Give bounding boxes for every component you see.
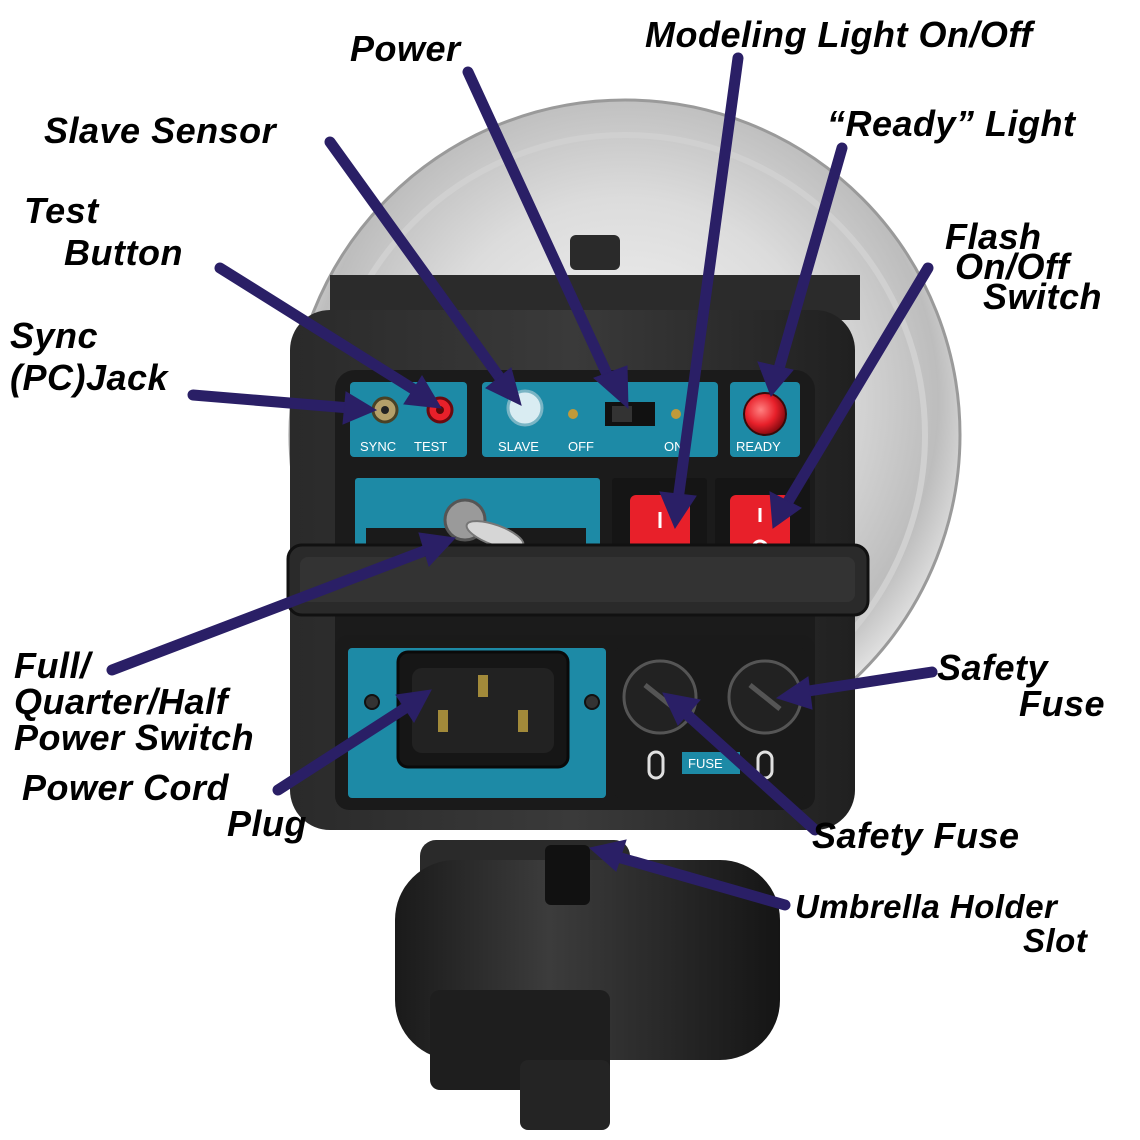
plug-pin-right [518,710,528,732]
sync-label: SYNC [360,439,396,454]
sync-jack-hole [381,406,389,414]
on-indicator-led [671,409,681,419]
callout-test-button-line2: Button [64,232,183,273]
callout-flash-switch: Flash On/Off Switch [940,216,1103,317]
callout-modeling-light: Modeling Light On/Off [645,14,1033,56]
callout-power-switch: Full/ Quarter/Half Power Switch [14,648,254,756]
callout-power-cord: Power Cord Plug [22,770,307,842]
callout-power-switch-line2: Quarter/Half [14,681,229,722]
slave-label: SLAVE [498,439,539,454]
top-knob [570,235,620,270]
arrow-safety-fuse-right [775,666,938,710]
callout-slave-sensor: Slave Sensor [44,110,276,152]
callout-test-button-line1: Test [24,190,99,231]
callout-sync-jack-line1: Sync [10,315,99,356]
callout-power-switch-line1: Full/ [14,645,91,686]
arrow-sync-jack [187,389,378,425]
arrow-slave-sensor [324,136,522,406]
callout-safety-fuse-bottom-text: Safety Fuse [812,815,1020,856]
callout-umbrella-slot-line1: Umbrella Holder [795,888,1058,925]
off-label: OFF [568,439,594,454]
callout-umbrella-slot-line2: Slot [1023,922,1088,959]
callout-safety-fuse-right-line1: Safety [937,647,1049,688]
arrow-flash-switch [769,262,934,529]
callout-arrows [106,52,938,911]
panel-screw-right [584,694,600,710]
callout-power-cord-line2: Plug [227,803,307,844]
callout-safety-fuse-right: Safety Fuse [937,650,1105,722]
callout-power-text: Power [350,28,461,69]
plug-pin-left [438,710,448,732]
callout-power-cord-line1: Power Cord [22,767,230,808]
arrow-test-button [214,262,442,409]
umbrella-holder-slot [545,845,590,905]
ready-light [743,392,787,436]
callout-ready-light: “Ready” Light [827,103,1076,145]
callout-sync-jack-line2: (PC)Jack [10,357,169,398]
fuse-label: FUSE [688,756,723,771]
callout-flash-switch-line2: On/Off [955,246,1070,287]
callout-ready-light-text: “Ready” Light [827,103,1076,144]
fuse-icon-left [647,750,665,780]
arrow-power-switch [106,532,457,676]
arrow-safety-fuse-bottom [662,692,821,836]
arrow-power-cord [272,689,432,796]
arrow-modeling-light [659,52,744,530]
bracket-bottom [520,1060,610,1130]
handle-bar-inner [300,557,855,602]
on-label: ON [664,439,684,454]
callout-safety-fuse-bottom: Safety Fuse [812,815,1020,857]
callout-sync-jack: Sync (PC)Jack [10,315,168,399]
callout-safety-fuse-right-line2: Fuse [1019,683,1106,724]
fuse-label-box [682,752,740,774]
arrow-umbrella-slot [588,839,791,911]
off-indicator-led [568,409,578,419]
callout-power-switch-line3: Power Switch [14,717,255,758]
cooling-fins [330,275,860,320]
callout-umbrella-slot: Umbrella Holder Slot [795,890,1087,958]
test-label: TEST [414,439,447,454]
callout-power: Power [350,28,461,70]
ready-label: READY [736,439,781,454]
panel-screw-left [364,694,380,710]
plug-pin-top [478,675,488,697]
arrow-ready-light [757,142,848,397]
callout-flash-switch-line1: Flash [945,216,1042,257]
callout-flash-switch-line3: Switch [983,276,1103,317]
callout-slave-sensor-text: Slave Sensor [44,110,277,151]
fuse-right-slot [748,683,782,711]
callout-modeling-light-text: Modeling Light On/Off [645,14,1033,55]
arrow-power [462,66,629,410]
power-slider-knob [612,406,632,422]
callout-test-button: Test Button [24,190,183,274]
